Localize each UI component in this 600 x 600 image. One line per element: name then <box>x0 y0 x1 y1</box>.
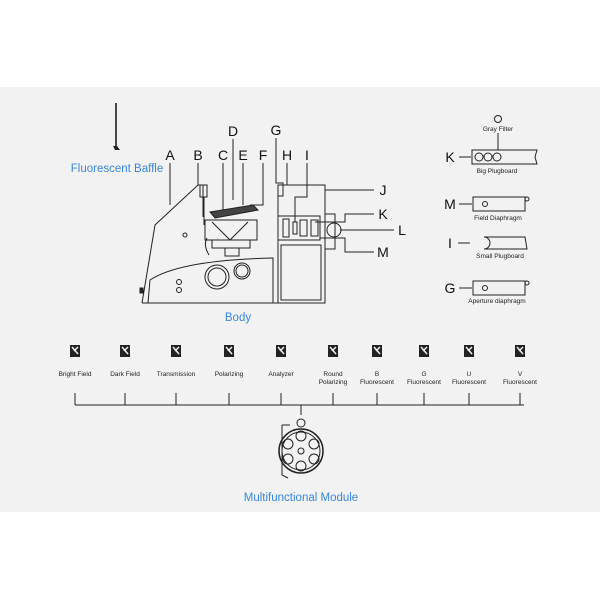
label-e: E <box>238 147 247 163</box>
accessory-big-plugboard: Gray Filter K Big Plugboard <box>445 115 538 175</box>
label-c: C <box>218 147 228 163</box>
gray-filter-label: Gray Filter <box>483 126 514 133</box>
filter-item: Polarizing <box>215 345 244 405</box>
label-a: A <box>165 147 175 163</box>
body-part-labels: A B C D E F G H I J K L M <box>165 122 406 260</box>
label-b: B <box>193 147 202 163</box>
filter-cube-icon <box>372 345 382 357</box>
body-title: Body <box>225 312 251 324</box>
filter-label-line2: Fluorescent <box>452 379 486 386</box>
label-g: G <box>271 122 282 138</box>
filter-cube-icon <box>171 345 181 357</box>
filter-cube-icon <box>276 345 286 357</box>
filter-label: U <box>467 371 472 378</box>
filter-item: Bright Field <box>59 345 92 405</box>
multifunctional-module-drawing <box>278 418 324 479</box>
microscope-body-drawing <box>139 138 394 304</box>
accessory-letter-g: G <box>445 280 456 296</box>
filter-label: Polarizing <box>215 371 244 378</box>
label-f: F <box>259 147 268 163</box>
field-diaphragm-label: Field Diaphragm <box>474 215 522 222</box>
label-l: L <box>398 222 406 238</box>
filter-cube-icon <box>328 345 338 357</box>
fluorescent-baffle-drawing <box>113 103 120 150</box>
filter-label: Transmission <box>157 371 196 378</box>
accessory-small-plugboard: I Small Plugboard <box>448 235 528 260</box>
filter-cube-icon <box>224 345 234 357</box>
small-plugboard-label: Small Plugboard <box>476 253 524 260</box>
module-title: Multifunctional Module <box>244 492 358 504</box>
label-d: D <box>228 123 238 139</box>
label-i: I <box>305 147 309 163</box>
label-h: H <box>282 147 292 163</box>
filter-item: Dark Field <box>110 345 140 405</box>
filter-cube-icon <box>120 345 130 357</box>
bracket <box>75 404 524 415</box>
filter-label: Analyzer <box>268 371 294 378</box>
filter-label: Bright Field <box>59 371 92 378</box>
filter-label: G <box>421 371 426 378</box>
filter-label-line2: Polarizing <box>319 379 348 386</box>
label-m: M <box>377 244 389 260</box>
aperture-diaphragm-label: Aperture diaphragm <box>468 298 525 305</box>
filter-label: Round <box>323 371 343 378</box>
label-j: J <box>380 182 387 198</box>
filter-cube-icon <box>464 345 474 357</box>
filter-label: B <box>375 371 379 378</box>
accessory-letter-k: K <box>445 149 455 165</box>
accessory-field-diaphragm: M Field Diaphragm <box>444 196 530 222</box>
big-plugboard-label: Big Plugboard <box>477 168 518 175</box>
filter-item: Transmission <box>157 345 196 405</box>
accessory-letter-i: I <box>448 235 452 251</box>
filter-label-line2: Fluorescent <box>360 379 394 386</box>
filter-cube-icon <box>419 345 429 357</box>
accessory-aperture-diaphragm: G Aperture diaphragm <box>445 280 530 305</box>
filter-label: V <box>518 371 523 378</box>
label-k: K <box>378 206 388 222</box>
accessory-letter-m: M <box>444 196 456 212</box>
filter-item: Analyzer <box>268 345 294 405</box>
filter-label-line2: Fluorescent <box>407 379 441 386</box>
filter-cube-icon <box>70 345 80 357</box>
filter-label-line2: Fluorescent <box>503 379 537 386</box>
filter-cube-icon <box>515 345 525 357</box>
baffle-title: Fluorescent Baffle <box>71 163 163 175</box>
filter-label: Dark Field <box>110 371 140 378</box>
